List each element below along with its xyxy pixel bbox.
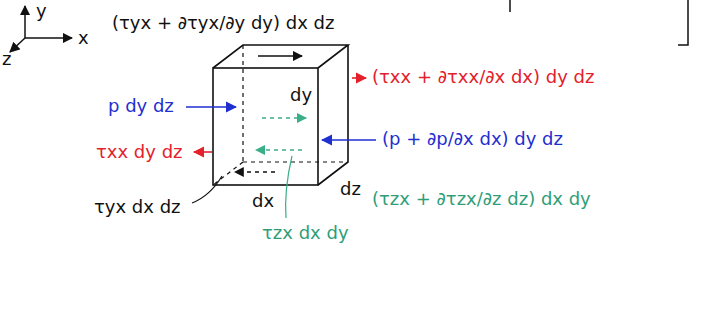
dimension-label: dy [290, 84, 312, 106]
force-formula: τxx dy dz [96, 141, 183, 163]
shear-arrow [256, 149, 302, 151]
leader-line [286, 156, 292, 218]
axis-label: z [2, 48, 11, 70]
dimension-label: dz [340, 178, 361, 200]
force-formula: (τxx + ∂τxx/∂x dx) dy dz [372, 66, 594, 88]
normal-stress-arrow [194, 151, 212, 153]
dimension-label: dx [252, 190, 274, 212]
frame-fragment [510, 0, 688, 45]
axis-label: y [36, 0, 47, 22]
force-formula: p dy dz [108, 95, 174, 117]
force-formula: (p + ∂p/∂x dx) dy dz [382, 128, 563, 150]
axis-label: x [78, 27, 89, 49]
shear-arrow [262, 117, 306, 119]
leader-line [192, 176, 222, 203]
shear-arrow [235, 171, 275, 172]
pressure-arrow [322, 139, 376, 141]
force-formula: τyx dx dz [94, 196, 181, 218]
force-formula: (τyx + ∂τyx/∂y dy) dx dz [112, 12, 334, 34]
cube [213, 45, 348, 185]
pressure-arrow [186, 106, 236, 108]
force-formula: τzx dx dy [262, 222, 349, 244]
shear-arrow [258, 55, 302, 57]
normal-stress-arrow [352, 77, 366, 79]
force-formula: (τzx + ∂τzx/∂z dz) dx dy [372, 188, 591, 210]
